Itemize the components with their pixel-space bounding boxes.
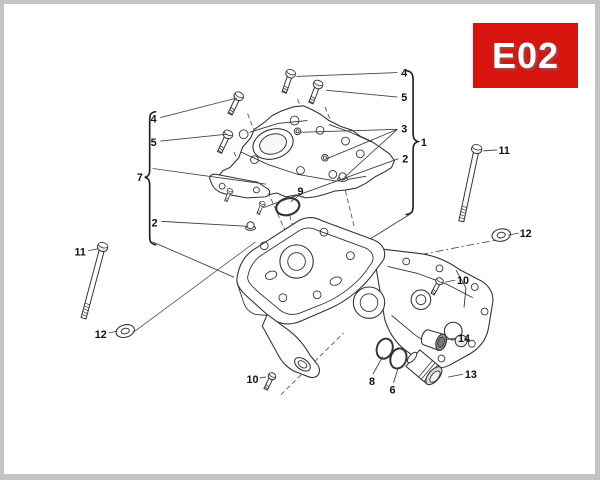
callout-13: 13 bbox=[465, 369, 477, 381]
brace-group-1 bbox=[405, 69, 421, 216]
leader-line bbox=[326, 128, 398, 160]
page-code-badge: E02 bbox=[473, 23, 578, 88]
fasteners-and-seals bbox=[78, 67, 512, 392]
callout-6: 6 bbox=[390, 385, 396, 397]
leader-line bbox=[344, 129, 398, 178]
cover-bolt-5-left bbox=[214, 128, 235, 155]
callout-5: 5 bbox=[151, 137, 157, 149]
callout-1: 1 bbox=[421, 137, 427, 149]
nut-3a bbox=[293, 127, 302, 136]
o-ring-8 bbox=[375, 337, 394, 360]
cover-bolt-4-right bbox=[279, 67, 298, 95]
callout-8: 8 bbox=[369, 376, 375, 388]
small-screw-2-right bbox=[255, 200, 267, 216]
leader-line bbox=[507, 232, 519, 236]
cover-bolt-4-left bbox=[225, 89, 246, 117]
callout-5: 5 bbox=[401, 92, 407, 104]
o-ring-6 bbox=[389, 347, 408, 370]
o-ring-9 bbox=[275, 197, 301, 217]
leader-line bbox=[325, 89, 398, 98]
callout-7: 7 bbox=[137, 172, 143, 184]
leader-line bbox=[445, 279, 456, 283]
callout-2: 2 bbox=[402, 154, 408, 166]
leader-line bbox=[152, 241, 235, 278]
callout-4: 4 bbox=[401, 67, 407, 79]
cover-front-flange bbox=[209, 173, 271, 199]
callout-12: 12 bbox=[95, 329, 107, 341]
bushing-14 bbox=[420, 329, 447, 351]
leader-line bbox=[152, 168, 267, 185]
callout-10: 10 bbox=[457, 275, 469, 287]
leader-line bbox=[393, 367, 399, 384]
leader-line bbox=[448, 373, 464, 378]
leader-line bbox=[372, 356, 384, 375]
group-braces bbox=[144, 69, 421, 246]
callout-11: 11 bbox=[74, 247, 85, 259]
leader-line bbox=[263, 158, 399, 209]
leader-line bbox=[445, 337, 457, 341]
leader-line bbox=[299, 128, 398, 133]
camshaft-cover bbox=[209, 105, 396, 199]
brace-group-7 bbox=[144, 110, 157, 246]
leader-line bbox=[87, 248, 98, 252]
washer-12-left bbox=[114, 322, 137, 340]
leader-line bbox=[161, 220, 248, 227]
leader-line bbox=[160, 97, 237, 119]
callout-9: 9 bbox=[297, 186, 303, 198]
leader-line bbox=[160, 133, 228, 142]
bolt-10-left bbox=[261, 371, 278, 392]
callout-2: 2 bbox=[152, 217, 158, 229]
callout-11: 11 bbox=[498, 145, 509, 157]
nut-3b bbox=[321, 153, 329, 162]
cover-bolt-5-right bbox=[305, 78, 325, 106]
cylinder-head-block bbox=[236, 217, 494, 378]
leader-line bbox=[108, 330, 118, 334]
stud-11-right bbox=[455, 143, 484, 223]
leader-line bbox=[483, 149, 498, 152]
callout-12: 12 bbox=[520, 228, 532, 240]
oil-filter-13 bbox=[405, 349, 443, 386]
callout-3: 3 bbox=[401, 123, 407, 135]
leader-line bbox=[259, 376, 267, 379]
leader-line bbox=[369, 213, 412, 240]
callout-4: 4 bbox=[151, 113, 157, 125]
leader-line bbox=[296, 72, 398, 77]
callout-14: 14 bbox=[458, 333, 470, 345]
callout-10: 10 bbox=[247, 374, 259, 386]
leader-line bbox=[290, 195, 299, 203]
